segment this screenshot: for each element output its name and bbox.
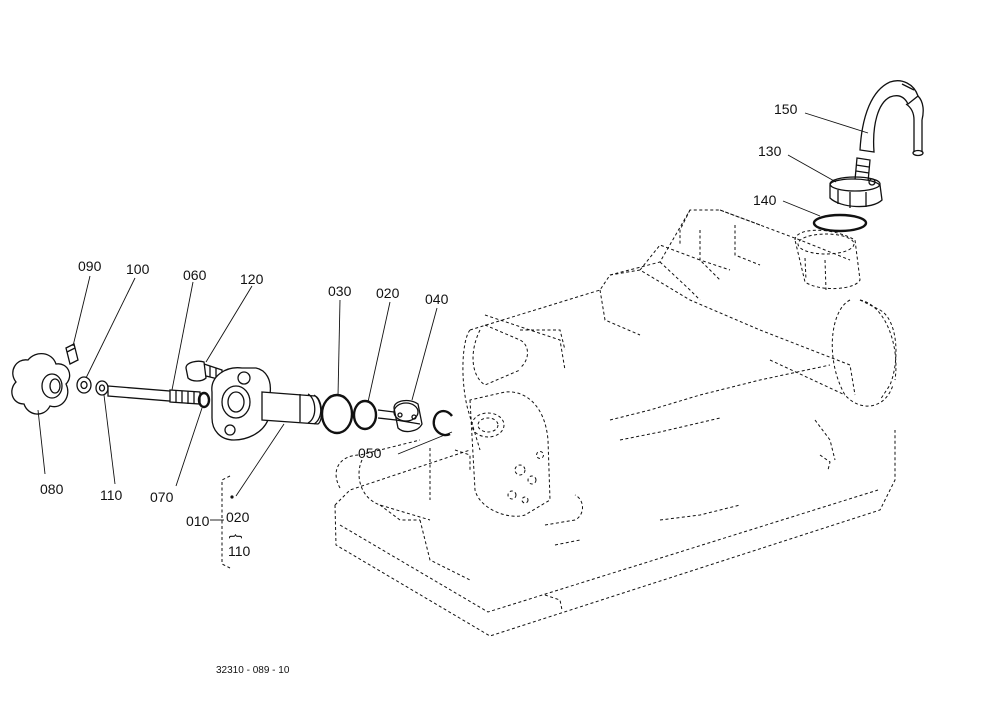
transmission-housing xyxy=(334,209,897,637)
cylinder-body-010 xyxy=(211,367,323,441)
assembly-first: 020 xyxy=(226,509,250,525)
shaft-060 xyxy=(107,385,201,405)
callout-labels: 150 130 140 090 100 060 120 030 020 040 … xyxy=(40,101,798,505)
callout-020: 020 xyxy=(376,285,400,301)
callout-090: 090 xyxy=(78,258,102,274)
assembly-prefix: 010 xyxy=(186,513,210,529)
o-ring-030 xyxy=(320,393,354,435)
front-cover-plate xyxy=(469,391,551,517)
pin-090 xyxy=(65,343,79,365)
bolt-120 xyxy=(185,360,223,382)
callout-050: 050 xyxy=(358,445,382,461)
piston-040 xyxy=(377,399,423,433)
callout-070: 070 xyxy=(150,489,174,505)
breather-hose-150 xyxy=(859,80,924,157)
callout-130: 130 xyxy=(758,143,782,159)
callout-060: 060 xyxy=(183,267,207,283)
star-knob-080 xyxy=(11,353,71,415)
assembly-separator: { xyxy=(229,534,245,539)
snap-ring-050 xyxy=(432,409,453,437)
callout-080: 080 xyxy=(40,481,64,497)
callout-100: 100 xyxy=(126,261,150,277)
callout-110: 110 xyxy=(100,487,123,503)
o-ring-020 xyxy=(352,399,378,431)
o-ring-140 xyxy=(812,213,868,233)
callout-040: 040 xyxy=(425,291,449,307)
washer-110 xyxy=(95,380,109,396)
washer-100 xyxy=(76,376,92,394)
assembly-callout: 010 020 { 110 xyxy=(186,509,251,559)
callout-120: 120 xyxy=(240,271,264,287)
o-ring-070 xyxy=(197,391,211,409)
callout-140: 140 xyxy=(753,192,777,208)
callout-030: 030 xyxy=(328,283,352,299)
breather-plug-130 xyxy=(829,157,883,208)
callout-150: 150 xyxy=(774,101,798,117)
assembly-last: 110 xyxy=(228,543,251,559)
leader-lines xyxy=(37,112,869,569)
drawing-number: 32310 - 089 - 10 xyxy=(216,665,290,676)
